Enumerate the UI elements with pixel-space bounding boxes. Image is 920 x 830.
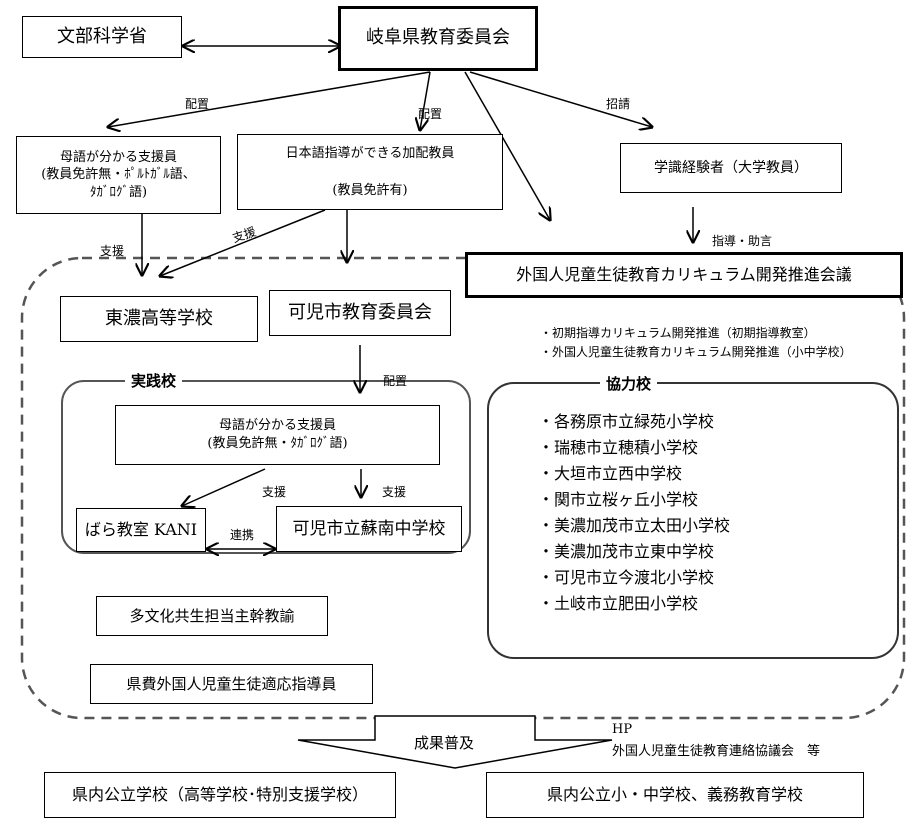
spread-arrow bbox=[297, 715, 613, 769]
bara-box: ばら教室 KANI bbox=[76, 508, 206, 552]
cooperating-school-item: ・関市立桜ヶ丘小学校 bbox=[538, 490, 699, 509]
cooperating-school-item: ・美濃加茂市立太田小学校 bbox=[538, 516, 731, 535]
label-haichi-practice: 配置 bbox=[383, 374, 408, 388]
kani-board-label: 可児市教育委員会 bbox=[288, 301, 432, 323]
arrow-to-council bbox=[464, 71, 550, 220]
label-shosei: 招請 bbox=[606, 97, 631, 111]
public-elem-box: 県内公立小・中学校、義務教育学校 bbox=[486, 772, 864, 818]
arrow-to-jp-teacher bbox=[420, 71, 431, 130]
arrow-jp-tono bbox=[160, 209, 326, 276]
jp-teacher-title: 日本語指導ができる加配教員 bbox=[285, 145, 455, 161]
public-elem-label: 県内公立小・中学校、義務教育学校 bbox=[546, 785, 803, 805]
arrow-to-expert bbox=[469, 71, 652, 127]
native-supporter-box: 母語が分かる支援員 (教員免許無・ﾎﾟﾙﾄｶﾞﾙ語、 ﾀｶﾞﾛｸﾞ語) bbox=[16, 136, 221, 214]
public-high-label: 県内公立学校（高等学校･特別支援学校） bbox=[71, 785, 368, 805]
practice-supporter-sub: (教員免許無・ﾀｶﾞﾛｸﾞ語) bbox=[207, 436, 348, 451]
sonan-box: 可児市立蘇南中学校 bbox=[276, 506, 462, 552]
liaison-label: 外国人児童生徒教育連絡協議会 等 bbox=[612, 744, 821, 759]
label-shido: 指導・助言 bbox=[712, 234, 773, 248]
council-note-1: ・初期指導カリキュラム開発推進（初期指導教室） bbox=[540, 326, 816, 340]
label-shien-practice-left: 支援 bbox=[262, 485, 287, 499]
bara-label: ばら教室 KANI bbox=[84, 520, 198, 540]
label-renkei: 連携 bbox=[230, 528, 255, 542]
cooperating-school-item: ・大垣市立西中学校 bbox=[538, 464, 683, 483]
label-haichi-left: 配置 bbox=[185, 97, 210, 111]
kani-board-box: 可児市教育委員会 bbox=[269, 290, 451, 336]
cooperating-panel bbox=[487, 382, 899, 659]
gifu-board-label: 岐阜県教育委員会 bbox=[366, 27, 510, 49]
hp-label: HP bbox=[612, 722, 633, 737]
gifu-board-box: 岐阜県教育委員会 bbox=[338, 6, 538, 71]
label-haichi-center: 配置 bbox=[418, 107, 443, 121]
arrow-supporter-bara bbox=[182, 468, 266, 506]
cooperating-school-item: ・可児市立今渡北小学校 bbox=[538, 568, 715, 587]
council-title: 外国人児童生徒教育カリキュラム開発推進会議 bbox=[516, 265, 852, 285]
tono-high-box: 東濃高等学校 bbox=[60, 296, 258, 342]
practice-supporter-box: 母語が分かる支援員 (教員免許無・ﾀｶﾞﾛｸﾞ語) bbox=[115, 405, 440, 465]
label-shien-practice-right: 支援 bbox=[382, 485, 407, 499]
practice-supporter-title: 母語が分かる支援員 bbox=[218, 418, 336, 434]
multicultural-label: 多文化共生担当主幹教諭 bbox=[129, 606, 295, 625]
mext-label: 文部科学省 bbox=[57, 25, 147, 47]
expert-label: 学識経験者（大学教員） bbox=[654, 159, 808, 176]
mext-box: 文部科学省 bbox=[22, 16, 182, 58]
council-note-2: ・外国人児童生徒教育カリキュラム開発推進（小中学校） bbox=[540, 345, 852, 359]
multicultural-box: 多文化共生担当主幹教諭 bbox=[96, 596, 328, 636]
jp-teacher-box: 日本語指導ができる加配教員 (教員免許有) bbox=[237, 134, 503, 210]
cooperating-school-item: ・瑞穂市立穂積小学校 bbox=[538, 438, 699, 457]
prefectural-label: 県費外国人児童生徒適応指導員 bbox=[126, 674, 337, 693]
cooperating-school-item: ・美濃加茂市立東中学校 bbox=[538, 542, 715, 561]
public-high-box: 県内公立学校（高等学校･特別支援学校） bbox=[44, 772, 396, 818]
arrow-to-native-supporter bbox=[108, 71, 431, 127]
council-box: 外国人児童生徒教育カリキュラム開発推進会議 bbox=[465, 252, 903, 298]
native-supporter-title: 母語が分かる支援員 bbox=[59, 149, 177, 165]
native-supporter-sub1: (教員免許無・ﾎﾟﾙﾄｶﾞﾙ語、 bbox=[41, 167, 196, 183]
cooperating-title: 協力校 bbox=[600, 373, 658, 394]
cooperating-school-item: ・土岐市立肥田小学校 bbox=[538, 594, 699, 613]
cooperating-school-item: ・各務原市立緑苑小学校 bbox=[538, 412, 715, 431]
expert-box: 学識経験者（大学教員） bbox=[620, 143, 842, 193]
sonan-label: 可児市立蘇南中学校 bbox=[292, 518, 446, 539]
native-supporter-sub2: ﾀｶﾞﾛｸﾞ語) bbox=[89, 184, 148, 200]
prefectural-box: 県費外国人児童生徒適応指導員 bbox=[90, 664, 373, 704]
practice-title: 実践校 bbox=[125, 370, 183, 391]
spread-label: 成果普及 bbox=[414, 734, 475, 752]
jp-teacher-sub: (教員免許有) bbox=[332, 182, 408, 198]
tono-high-label: 東濃高等学校 bbox=[105, 307, 213, 329]
label-shien-left: 支援 bbox=[100, 244, 125, 258]
